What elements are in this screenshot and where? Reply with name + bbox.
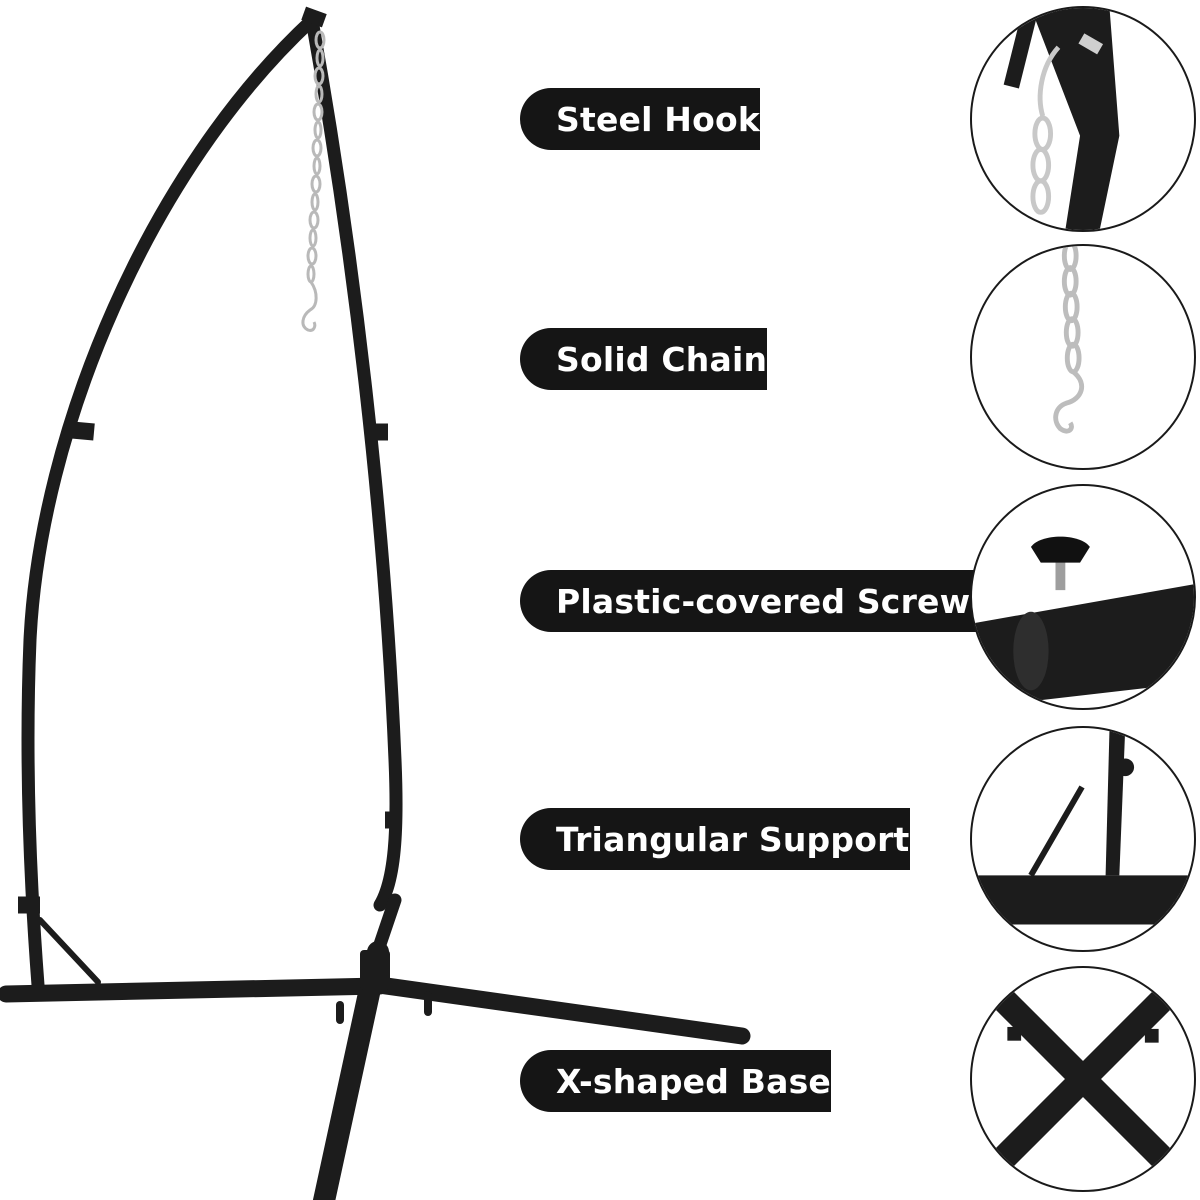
feature-label-steel-hook: Steel Hook <box>520 88 761 150</box>
plastic-screw-detail-icon <box>970 484 1196 710</box>
stand-triangular-support <box>37 917 101 985</box>
feature-label-plastic-screws: Plastic-covered Screws <box>520 570 991 632</box>
x-base-detail-icon <box>970 966 1196 1192</box>
feature-label-text: Triangular Support <box>556 819 910 859</box>
stand-upright-post <box>305 13 403 912</box>
solid-chain-detail-icon <box>970 244 1196 470</box>
feature-label-text: Steel Hook <box>556 99 761 139</box>
stand-curved-arm <box>21 13 319 992</box>
stand-chain <box>301 30 326 332</box>
stand-base-bar <box>0 977 389 1003</box>
hammock-stand-illustration <box>0 6 751 1200</box>
feature-label-text: X-shaped Base <box>556 1061 832 1101</box>
triangular-support-detail-icon <box>970 726 1196 952</box>
feature-label-x-base: X-shaped Base <box>520 1050 832 1112</box>
feature-label-solid-chain: Solid Chain <box>520 328 768 390</box>
feature-label-text: Plastic-covered Screws <box>556 581 991 621</box>
feature-label-triangular-support: Triangular Support <box>520 808 910 870</box>
feature-label-text: Solid Chain <box>556 339 768 379</box>
steel-hook-detail-icon <box>970 6 1196 232</box>
